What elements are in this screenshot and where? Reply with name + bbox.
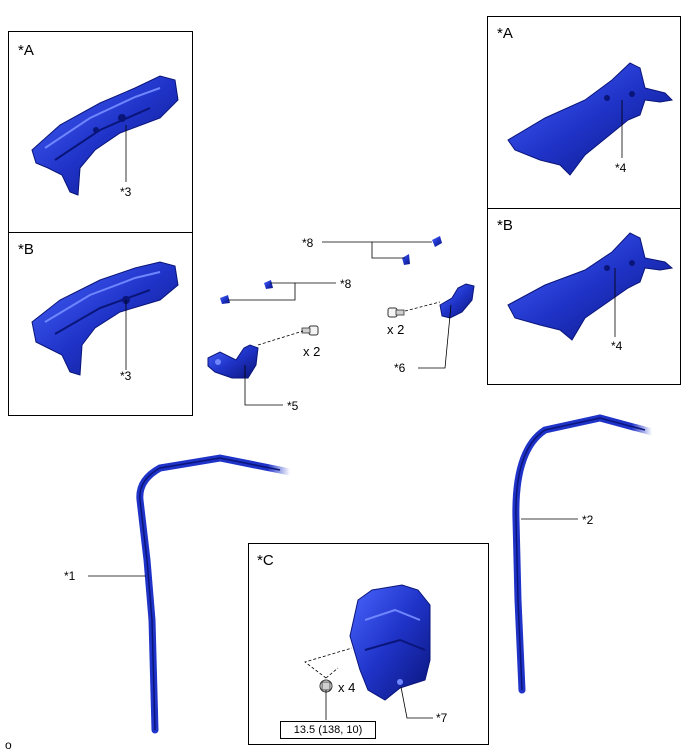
callout-3: *3 <box>120 185 132 199</box>
callout-7: *7 <box>436 711 448 725</box>
figure-id: o <box>5 738 12 752</box>
quantity-label: x 2 <box>387 322 404 337</box>
bolt-icon <box>319 679 333 693</box>
torque-spec-box: 13.5 (138, 10) <box>280 721 376 739</box>
bracket-part-left <box>207 344 259 379</box>
panel-label: *C <box>257 552 274 569</box>
callout-2: *2 <box>582 513 594 527</box>
pillar-garnish-part-top <box>507 62 674 176</box>
quantity-label: x 4 <box>338 680 355 695</box>
control-module-part <box>349 584 431 701</box>
leader-lines <box>88 100 623 720</box>
panel-label: *B <box>18 241 34 258</box>
weatherstrip-part-left <box>136 454 294 734</box>
bolt-icon <box>301 325 319 336</box>
callout-8: *8 <box>340 277 352 291</box>
torque-spec-value: 13.5 (138, 10) <box>293 724 363 736</box>
lower-molding-part-bottom <box>31 261 179 376</box>
bracket-part-right <box>439 283 475 319</box>
panel-label: *A <box>497 25 513 42</box>
callout-6: *6 <box>394 361 406 375</box>
pillar-garnish-part-bottom <box>507 232 674 341</box>
callout-4: *4 <box>615 161 627 175</box>
bolt-icon <box>387 307 405 318</box>
quantity-label: x 2 <box>303 344 320 359</box>
callout-4: *4 <box>611 339 623 353</box>
assembly-dash-lines <box>257 301 441 679</box>
callout-8: *8 <box>302 236 314 250</box>
lower-molding-part-top <box>31 75 179 196</box>
callout-5: *5 <box>287 399 299 413</box>
panel-label: *A <box>18 42 34 59</box>
callout-3: *3 <box>120 369 132 383</box>
callout-1: *1 <box>64 569 76 583</box>
panel-label: *B <box>497 217 513 234</box>
clip-part <box>220 236 442 304</box>
weatherstrip-part-right <box>512 414 656 694</box>
